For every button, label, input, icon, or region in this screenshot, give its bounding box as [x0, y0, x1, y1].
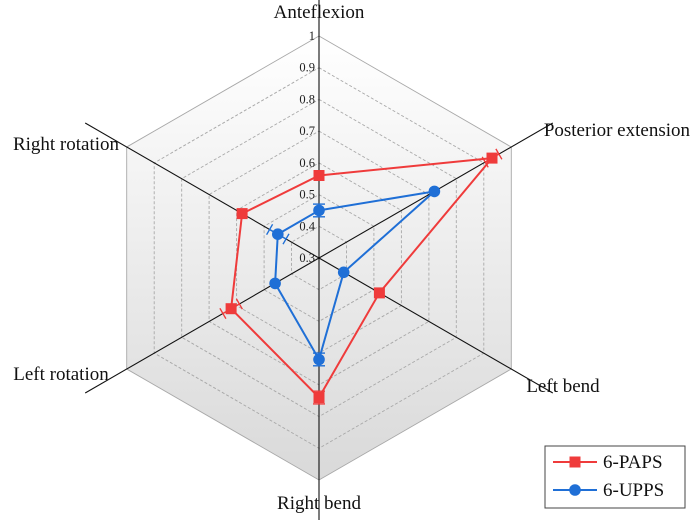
- error-cap: [235, 298, 244, 310]
- tick-labels: 0.3 0.4 0.5 0.6 0.7 0.8 0.9 1: [299, 29, 315, 265]
- tick-label: 1: [309, 29, 315, 43]
- data-point: [313, 204, 325, 217]
- axis-title: Left rotation: [13, 364, 109, 385]
- data-point: [428, 185, 441, 198]
- error-cap: [481, 156, 489, 168]
- axis-line: [318, 257, 554, 394]
- axis-title: Posterior extension: [544, 120, 691, 141]
- error-cap: [265, 223, 274, 236]
- data-point: [225, 303, 237, 315]
- legend-box: [544, 445, 686, 509]
- series-6-PAPS: [219, 148, 503, 405]
- error-cap: [495, 148, 503, 160]
- tick-label: 0.9: [299, 61, 315, 75]
- data-point: [269, 277, 281, 290]
- tick-label: 0.6: [299, 156, 315, 170]
- data-point: [486, 152, 498, 164]
- data-point: [313, 392, 325, 403]
- axis-title: Left bend: [526, 376, 600, 397]
- error-cap: [282, 233, 290, 245]
- legend-marker: [569, 484, 581, 496]
- legend: 6-PAPS 6-UPPS: [544, 445, 686, 509]
- series-6-UPPS: [265, 185, 441, 367]
- data-point: [313, 170, 325, 181]
- data-point: [236, 208, 248, 220]
- legend-label: 6-PAPS: [603, 452, 663, 473]
- data-point: [337, 266, 350, 279]
- tick-label: 0.4: [299, 219, 315, 233]
- data-point: [272, 228, 284, 240]
- axis-title: Anteflexion: [274, 2, 365, 23]
- tick-label: 0.7: [299, 124, 315, 138]
- legend-label: 6-UPPS: [603, 480, 664, 501]
- tick-label: 0.5: [299, 188, 315, 202]
- series-layer: [219, 148, 503, 405]
- legend-marker: [569, 456, 581, 468]
- axis-title: Right bend: [277, 493, 361, 514]
- axis-title: Right rotation: [13, 134, 120, 155]
- data-point: [373, 287, 385, 299]
- data-point: [313, 353, 325, 366]
- error-cap: [219, 307, 227, 320]
- tick-label: 0.3: [299, 251, 315, 265]
- tick-label: 0.8: [299, 92, 315, 106]
